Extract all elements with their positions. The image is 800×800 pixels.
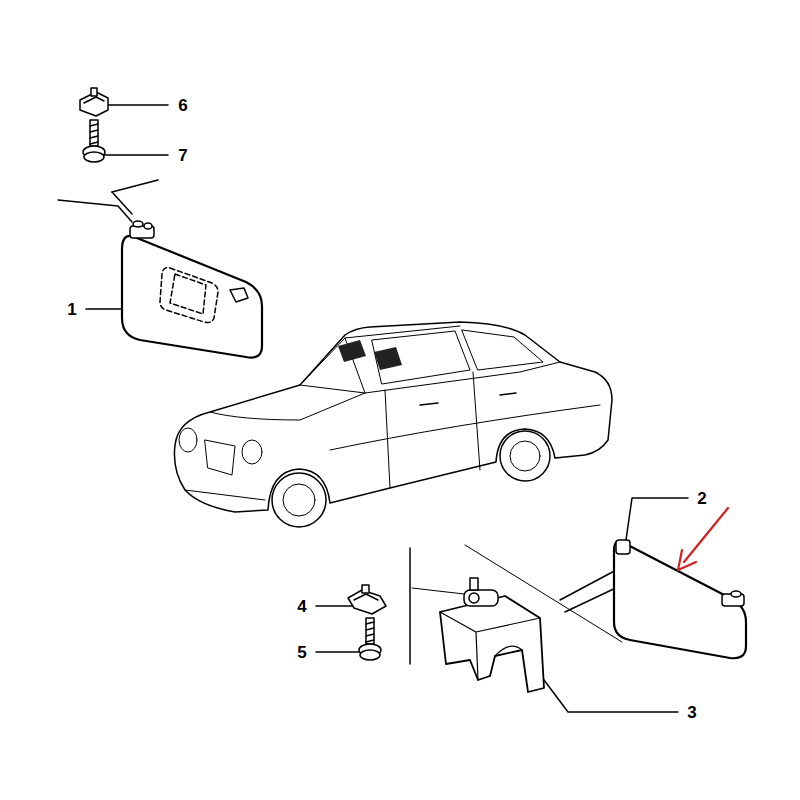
leader-line xyxy=(316,605,352,607)
hood-line xyxy=(210,393,365,420)
bumper xyxy=(185,490,265,500)
visor-mark xyxy=(374,347,402,370)
visor-pin xyxy=(230,288,248,302)
body-line xyxy=(330,405,600,450)
screw xyxy=(366,622,374,642)
wheel xyxy=(283,484,315,516)
wheel xyxy=(510,441,540,471)
callout-number: 6 xyxy=(176,96,189,115)
highlight-arrow xyxy=(684,508,728,562)
sun-visor xyxy=(614,541,746,658)
car-window xyxy=(462,330,543,370)
bracket-pin xyxy=(470,578,478,590)
visor-bracket xyxy=(440,612,540,680)
visor-mark xyxy=(338,340,366,362)
roof-line xyxy=(112,180,158,192)
screw xyxy=(366,618,374,644)
screw xyxy=(90,120,98,146)
clip-nut xyxy=(354,594,378,600)
clip-nut xyxy=(91,88,97,96)
car-body xyxy=(174,322,612,512)
visor-hinge xyxy=(144,223,152,229)
highlight-arrow xyxy=(678,550,696,570)
callout-number: 5 xyxy=(295,643,308,662)
visor-bracket xyxy=(440,596,544,692)
clip-nut xyxy=(84,97,104,103)
vanity-mirror xyxy=(170,274,206,314)
roof-line xyxy=(409,548,411,664)
callout-number: 2 xyxy=(695,489,708,508)
wheel xyxy=(272,473,326,527)
visor-pin xyxy=(616,540,630,554)
visor-bracket xyxy=(495,646,522,656)
grille xyxy=(205,440,235,475)
headlight xyxy=(242,440,262,464)
bracket-pin xyxy=(469,593,479,603)
leader-line xyxy=(316,651,362,653)
leader-line xyxy=(626,498,688,540)
callout-number: 7 xyxy=(176,146,189,165)
bracket-pin xyxy=(464,590,498,606)
screw xyxy=(84,152,104,162)
roof-line xyxy=(412,588,464,594)
vanity-mirror xyxy=(160,268,218,323)
sun-visor xyxy=(122,236,262,358)
clip-nut xyxy=(362,585,369,593)
leader-line xyxy=(98,154,168,156)
headlight xyxy=(179,428,197,452)
visor-hinge xyxy=(133,221,143,227)
leader-line xyxy=(538,672,678,712)
visor-hinge xyxy=(731,591,741,597)
callout-number: 4 xyxy=(295,597,308,616)
car-window xyxy=(372,331,470,384)
roof-line xyxy=(112,192,132,214)
screw xyxy=(360,650,380,660)
door-handle xyxy=(420,393,516,405)
callout-number: 3 xyxy=(685,703,698,722)
leader-line xyxy=(106,104,168,106)
screw xyxy=(90,124,98,144)
roof-line xyxy=(560,568,620,600)
roof-line xyxy=(58,200,132,222)
callout-number: 1 xyxy=(65,300,78,319)
wheel xyxy=(500,431,550,481)
